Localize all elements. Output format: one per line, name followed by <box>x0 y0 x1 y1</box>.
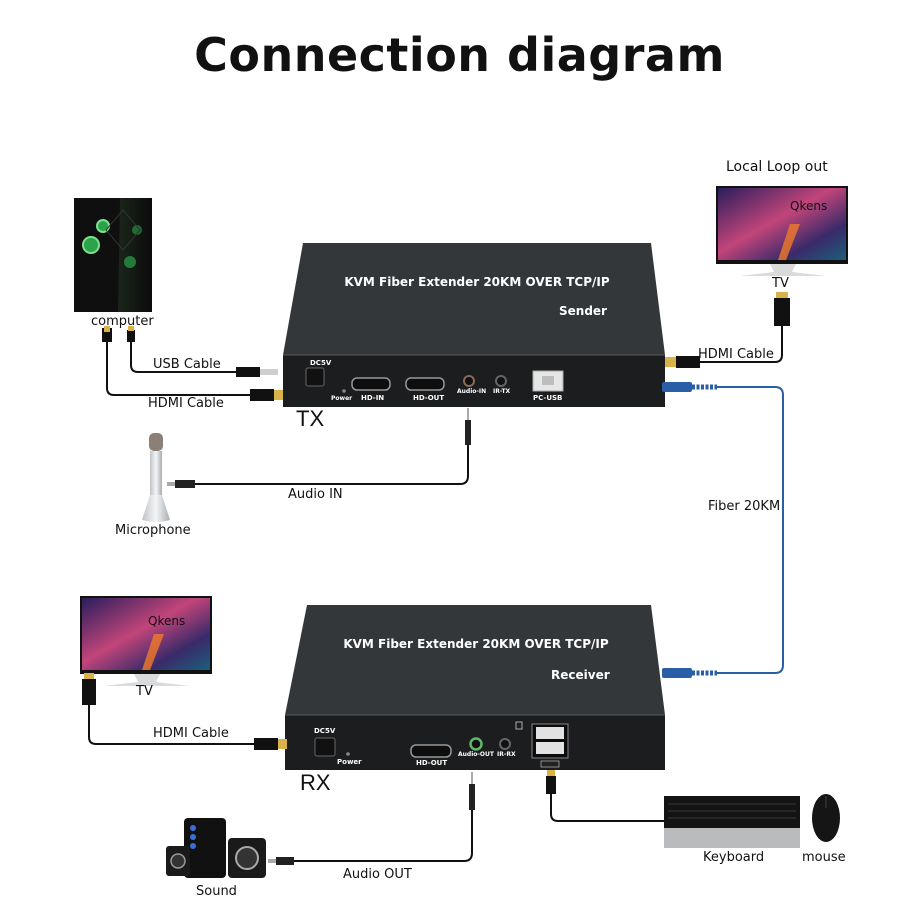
tv-bottom-image <box>80 596 212 686</box>
audio-out-cable <box>268 772 475 865</box>
power-led <box>346 752 350 756</box>
hdmi-cable-pc-label: HDMI Cable <box>148 396 224 411</box>
receiver-top-face <box>285 605 665 715</box>
mouse-image <box>812 794 840 842</box>
hd-out-port <box>405 377 445 391</box>
keyboard-image <box>664 796 800 848</box>
hd-out-port <box>410 744 452 758</box>
fiber-connector-bottom <box>662 668 692 678</box>
page-title: Connection diagram <box>194 28 725 82</box>
keyboard-label: Keyboard <box>703 850 765 865</box>
tv-brand-top: Qkens <box>790 199 828 213</box>
keyboard-palmrest <box>664 828 800 848</box>
sender-top-face <box>283 243 665 355</box>
audio-in-port <box>463 375 475 387</box>
sender-device <box>283 243 665 407</box>
port-label-hd-out: HD-OUT <box>416 759 448 767</box>
receiver-device <box>285 605 665 770</box>
fan-icon <box>82 236 100 254</box>
hdmi-cable-line <box>106 342 250 396</box>
hdmi-cable-rx-label: HDMI Cable <box>153 726 229 741</box>
rx-label: RX <box>300 770 331 795</box>
mouse-label: mouse <box>802 850 846 865</box>
tv-stand <box>104 674 190 686</box>
tv-top-label: TV <box>772 276 789 291</box>
fiber-cable <box>662 382 784 678</box>
hd-in-port <box>351 377 391 391</box>
computer-image <box>74 198 152 312</box>
usb-plug <box>127 330 135 342</box>
hdmi-cable-loop-label: HDMI Cable <box>698 347 774 362</box>
port-label-power: Power <box>337 758 362 766</box>
audio-in-cable <box>167 408 471 488</box>
tv-bottom-label: TV <box>136 684 153 699</box>
sender-device-text: KVM Fiber Extender 20KM OVER TCP/IP <box>344 275 610 289</box>
port-label-ir-rx: IR-RX <box>497 751 516 758</box>
port-label-audio-out: Audio-OUT <box>458 751 494 758</box>
subwoofer <box>184 818 226 878</box>
microphone-label: Microphone <box>115 523 191 538</box>
port-label-dc5v: DC5V <box>310 359 332 367</box>
audio-out-port <box>469 737 483 751</box>
usb-cable-label: USB Cable <box>153 357 221 372</box>
ir-rx-port <box>499 738 511 750</box>
computer-cables <box>102 326 283 401</box>
power-led <box>342 389 346 393</box>
local-loop-title: Local Loop out <box>726 159 828 175</box>
fiber-label: Fiber 20KM <box>708 499 781 514</box>
tv-brand-bottom: Qkens <box>148 614 186 628</box>
microphone-image <box>142 433 170 522</box>
keyboard-mouse-icon <box>515 721 523 730</box>
fiber-connector-top <box>662 382 692 392</box>
port-label-hd-in: HD-IN <box>361 394 385 402</box>
computer-label: computer <box>91 314 154 329</box>
ir-tx-port <box>495 375 507 387</box>
port-label-power: Power <box>331 395 353 402</box>
tx-label: TX <box>296 406 325 431</box>
speakers-image <box>166 818 266 878</box>
receiver-role-label: Receiver <box>551 668 610 682</box>
port-label-ir-tx: IR-TX <box>493 388 511 395</box>
receiver-device-text: KVM Fiber Extender 20KM OVER TCP/IP <box>343 637 609 651</box>
dc5v-port <box>314 737 336 757</box>
audio-in-label: Audio IN <box>288 487 343 502</box>
dc5v-port <box>305 367 325 387</box>
sound-label: Sound <box>196 884 237 899</box>
audio-out-label: Audio OUT <box>343 867 412 882</box>
tv-top-image <box>716 186 848 276</box>
port-label-hd-out: HD-OUT <box>413 394 445 402</box>
keyboard-cable <box>546 770 665 822</box>
tv-stand <box>740 264 826 276</box>
fiber-line <box>717 386 784 674</box>
port-label-dc5v: DC5V <box>314 727 336 735</box>
port-label-pc-usb: PC-USB <box>533 394 563 402</box>
usb-cable-line <box>130 342 236 373</box>
hdmi-plug <box>102 328 112 342</box>
port-label-audio-in: Audio-IN <box>457 388 487 395</box>
keyboard-keys <box>664 796 800 828</box>
hdmi-loop-cable <box>665 292 790 368</box>
sender-role-label: Sender <box>559 304 607 318</box>
hdmi-rx-cable <box>82 673 287 750</box>
